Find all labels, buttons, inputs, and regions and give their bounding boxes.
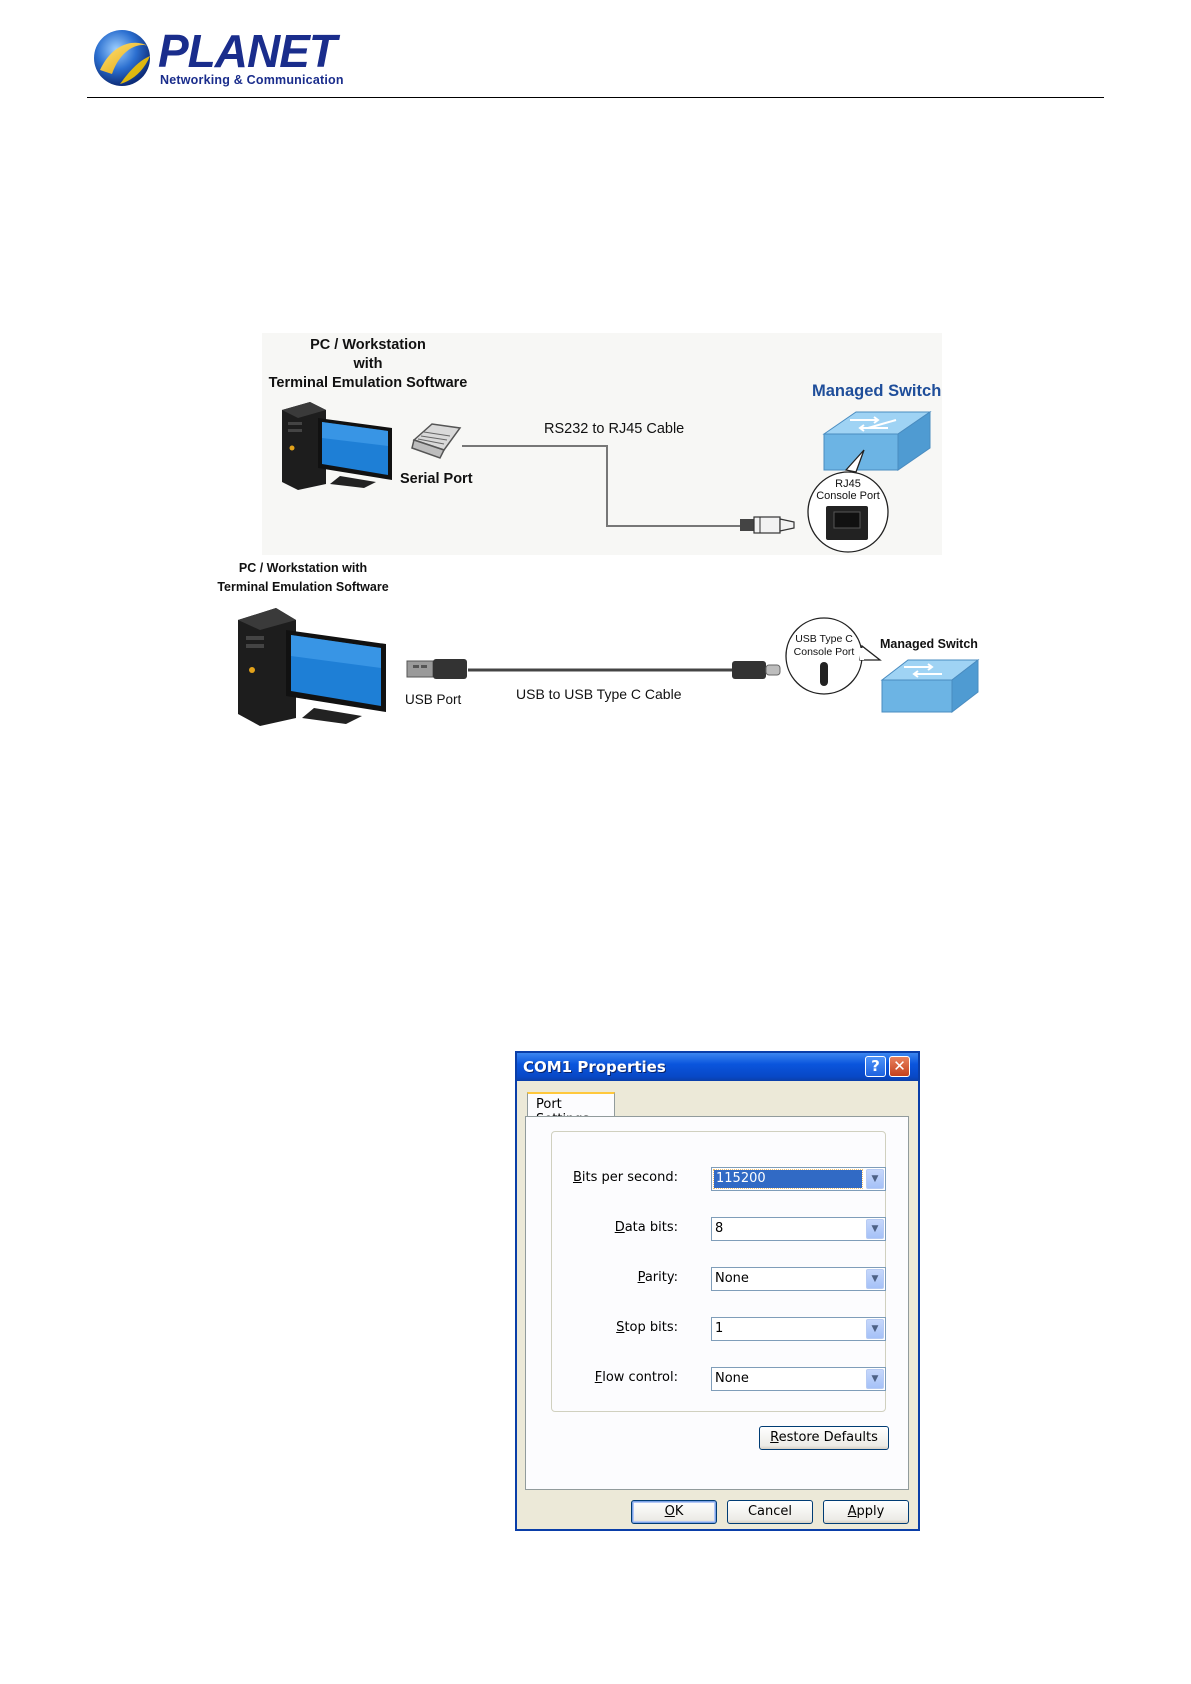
dialog-titlebar[interactable]: COM1 Properties ? ✕ <box>517 1053 918 1081</box>
logo-wordmark: PLANET <box>158 25 337 77</box>
stop-bits-label: Stop bits: <box>616 1320 678 1335</box>
bits-per-second-select[interactable]: 115200 ▼ <box>711 1167 886 1191</box>
usb-a-plug-icon <box>406 659 467 679</box>
dialog-title: COM1 Properties <box>523 1058 666 1076</box>
help-icon: ? <box>871 1057 880 1075</box>
usb-c-plug-icon <box>732 661 781 679</box>
rj45-console-port-callout <box>807 449 889 553</box>
tab-port-settings[interactable]: Port Settings <box>527 1092 615 1127</box>
parity-value: None <box>715 1271 749 1286</box>
bits-per-second-mnemonic: B <box>572 1170 582 1185</box>
header-divider <box>87 97 1104 98</box>
serial-port-label: Serial Port <box>400 471 473 487</box>
flow-control-label-text: low control: <box>602 1370 678 1385</box>
flow-control-select[interactable]: None ▼ <box>711 1367 886 1391</box>
chevron-down-icon[interactable]: ▼ <box>866 1319 884 1339</box>
apply-mnemonic: A <box>847 1504 857 1519</box>
usb-c-console-label-line1: USB Type C <box>795 633 853 645</box>
restore-defaults-button[interactable]: Restore Defaults <box>759 1426 889 1450</box>
ok-mnemonic: O <box>664 1504 675 1519</box>
chevron-down-icon[interactable]: ▼ <box>866 1219 884 1239</box>
logo-tagline: Networking & Communication <box>160 73 344 87</box>
rs232-cable-label: RS232 to RJ45 Cable <box>544 421 685 437</box>
data-bits-label: Data bits: <box>615 1220 678 1235</box>
flow-control-label: Flow control: <box>595 1370 678 1385</box>
close-icon: ✕ <box>893 1057 906 1075</box>
usb-cable-line <box>468 668 736 672</box>
chevron-down-icon[interactable]: ▼ <box>866 1169 884 1189</box>
restore-label-text: estore Defaults <box>778 1430 878 1445</box>
rj45-console-label-line1: RJ45 <box>835 478 861 490</box>
pc-caption-line3: Terminal Emulation Software <box>268 375 468 391</box>
usb-managed-switch-title: Managed Switch <box>880 637 978 651</box>
port-settings-group: Bits per second: 115200 ▼ Data bits: 8 ▼… <box>551 1131 886 1412</box>
chevron-down-icon[interactable]: ▼ <box>866 1369 884 1389</box>
pc-caption-line1: PC / Workstation <box>310 337 426 353</box>
help-button[interactable]: ? <box>865 1056 886 1077</box>
rs232-cable-line <box>462 445 740 527</box>
parity-label: Parity: <box>638 1270 678 1285</box>
close-button[interactable]: ✕ <box>889 1056 910 1077</box>
usb-pc-caption-line2: Terminal Emulation Software <box>217 580 389 594</box>
cancel-button[interactable]: Cancel <box>727 1500 813 1524</box>
usb-c-console-label-line2: Console Port <box>793 646 855 658</box>
data-bits-value: 8 <box>715 1221 724 1236</box>
stop-bits-label-text: top bits: <box>624 1320 678 1335</box>
rj45-plug-icon <box>411 423 462 459</box>
ok-button[interactable]: OK <box>631 1500 717 1524</box>
planet-logo-globe <box>94 30 150 86</box>
usb-pc-workstation-icon <box>238 608 386 726</box>
apply-label-text: pply <box>856 1504 885 1519</box>
parity-mnemonic: P <box>637 1270 645 1285</box>
flow-control-value: None <box>715 1371 749 1386</box>
managed-switch-icon <box>822 411 932 471</box>
usb-managed-switch-icon <box>880 658 980 714</box>
bits-per-second-label-text: its per second: <box>581 1170 678 1185</box>
rj45-console-label-line2: Console Port <box>816 490 880 502</box>
stop-bits-select[interactable]: 1 ▼ <box>711 1317 886 1341</box>
com1-properties-dialog: COM1 Properties ? ✕ Port Settings Bits p… <box>515 1051 920 1531</box>
apply-button[interactable]: Apply <box>823 1500 909 1524</box>
pc-workstation-icon <box>282 402 392 490</box>
port-settings-panel: Bits per second: 115200 ▼ Data bits: 8 ▼… <box>525 1116 909 1490</box>
flow-control-mnemonic: F <box>594 1370 603 1385</box>
bits-per-second-value: 115200 <box>713 1169 863 1189</box>
usb-pc-caption-line1: PC / Workstation with <box>238 561 368 575</box>
parity-label-text: arity: <box>644 1270 678 1285</box>
ok-label-text: K <box>674 1504 684 1519</box>
stop-bits-value: 1 <box>715 1321 724 1336</box>
parity-select[interactable]: None ▼ <box>711 1267 886 1291</box>
chevron-down-icon[interactable]: ▼ <box>866 1269 884 1289</box>
restore-mnemonic: R <box>770 1430 779 1445</box>
stop-bits-mnemonic: S <box>616 1320 625 1335</box>
bits-per-second-label: Bits per second: <box>573 1170 678 1185</box>
data-bits-mnemonic: D <box>614 1220 625 1235</box>
data-bits-select[interactable]: 8 ▼ <box>711 1217 886 1241</box>
usb-port-label: USB Port <box>405 692 462 707</box>
usb-cable-label: USB to USB Type C Cable <box>516 686 682 702</box>
usb-c-console-port-callout <box>785 617 882 695</box>
pc-caption-line2: with <box>353 356 383 372</box>
rj45-connector-icon <box>740 516 795 534</box>
data-bits-label-text: ata bits: <box>624 1220 678 1235</box>
managed-switch-title: Managed Switch <box>812 382 942 400</box>
